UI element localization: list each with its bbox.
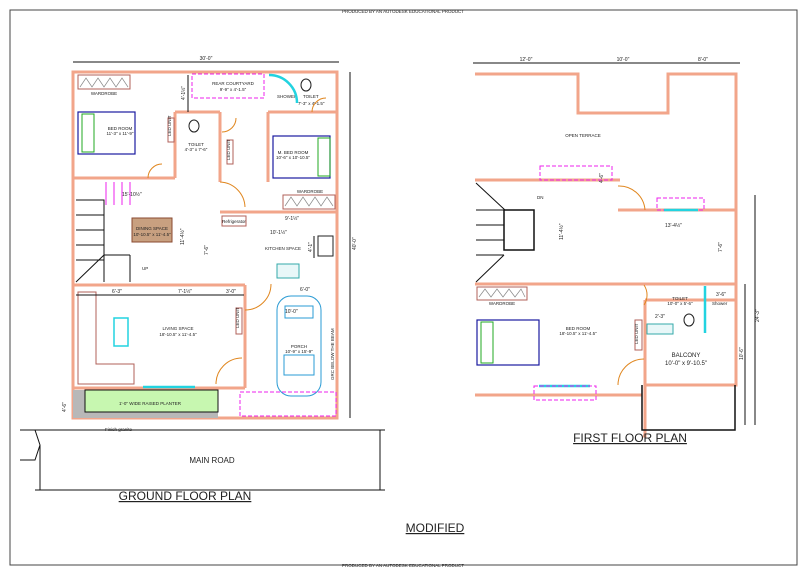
balcony-label: BALCONY [672, 353, 701, 359]
dim-label: 10'-0" [285, 309, 298, 315]
car-icon [276, 295, 322, 397]
stairs-up-label: UP [142, 266, 148, 271]
watermark-top: PRODUCED BY AN AUTODESK EDUCATIONAL PROD… [342, 9, 464, 14]
dining-table [131, 217, 173, 243]
raised-planter [84, 389, 219, 413]
sink-icon [646, 323, 674, 335]
dim-label: 4'-6" [599, 173, 605, 183]
beam-note: GRC BELOW THE BEAM [330, 328, 335, 380]
dim-label: 24'-3" [755, 309, 761, 322]
first-floor-title: FIRST FLOOR PLAN [573, 431, 687, 445]
bedroom-left-size: 11'-3" x 11'-9" [106, 131, 133, 136]
toilet-mid-label: TOILET [188, 142, 204, 147]
dining-label: DINING SPACE [136, 226, 168, 231]
sheet-border [9, 9, 798, 566]
coffee-table [113, 317, 129, 347]
living-label: LIVING SPACE [163, 326, 194, 331]
shower-label: SHOWER [277, 94, 298, 99]
dim-label: 10'-6" [739, 347, 745, 360]
ff-shower-label: Shower [712, 301, 728, 306]
wardrobe-right-label: WARDROBE [297, 189, 323, 194]
dim-label: 11'-4½" [179, 228, 186, 245]
led-unit-label: LED UNIT [167, 115, 172, 136]
dining-size: 10'-10.5" x 11'-4.5" [133, 232, 171, 237]
modified-label: MODIFIED [406, 521, 465, 535]
gf-width-dim: 30'-0" [200, 56, 213, 62]
wc-icon [683, 313, 695, 327]
bedroom-left-label: BED ROOM [108, 126, 133, 131]
bedroom-right-label: M. BED ROOM [278, 150, 309, 155]
rear-courtyard-label: REAR COURTYARD [212, 81, 255, 86]
toilet-top-size: 7'-3" x 4'-1.5" [298, 101, 325, 106]
dim-label: 2'-3" [655, 314, 665, 320]
dim-label: 8'-0" [698, 57, 708, 63]
refrigerator-label: Refrigerator [222, 219, 246, 224]
dim-label: 3'-6" [716, 292, 726, 298]
ff-toilet-label: TOILET [672, 296, 688, 301]
kitchen-label: KITCHEN SPACE [265, 246, 301, 251]
ground-floor-title: GROUND FLOOR PLAN [119, 489, 252, 503]
wardrobe-right [282, 194, 336, 210]
gf-depth-dim: 40'-0" [352, 237, 358, 250]
ff-bedroom-label: BED ROOM [566, 326, 591, 331]
dim-label: 6'-3" [112, 289, 122, 295]
dim-label: 10'-1½" [270, 229, 287, 236]
led-unit-label: LED UNIT [634, 323, 639, 344]
dim-label: 7'-6" [204, 245, 210, 255]
ground-floor-plan: 30'-0" 40'-0" WARDROBE WARDROBE REAR COU… [20, 56, 385, 503]
dim-label: 6'-0" [300, 287, 310, 293]
ff-bed [476, 319, 540, 366]
dim-label: 7'-1½" [178, 288, 192, 295]
watermark-bottom: PRODUCED BY AN AUTODESK EDUCATIONAL PROD… [342, 563, 464, 568]
planter-label: 1'-0" WIDE RAISED PLANTER [119, 401, 182, 406]
dim-label: 11'-4½" [558, 223, 565, 240]
wc-icon [300, 78, 312, 92]
rear-courtyard-size: 9'-9" x 4'-1.5" [220, 87, 247, 92]
porch-label: PORCH [291, 344, 307, 349]
dim-label: 12'-0" [520, 57, 533, 63]
dim-label: 9'-1½" [285, 215, 299, 222]
main-road: MAIN ROAD [20, 429, 385, 491]
refrigerator [221, 215, 247, 227]
wc-icon [188, 119, 200, 133]
first-floor-plan: 12'-0" 10'-0" 8'-0" OPEN TERRACE 4'-6" D… [473, 57, 761, 445]
bed-right [272, 135, 331, 179]
ff-staircase [475, 182, 535, 283]
dim-label: 4'-6" [62, 402, 68, 412]
open-terrace-label: OPEN TERRACE [565, 133, 600, 138]
porch-size: 10'-9" x 15'-9" [285, 349, 313, 354]
wardrobe-left-label: WARDROBE [91, 91, 117, 96]
wardrobe-left [77, 74, 131, 90]
balcony-size: 10'-0" x 9'-10.5" [665, 361, 707, 367]
rear-courtyard [191, 73, 265, 99]
ff-outer-wall [475, 72, 738, 438]
dim-label: 15'-10½" [122, 191, 142, 198]
kitchen-counter-dim: 4'-1" [308, 242, 314, 252]
ff-wardrobe [476, 286, 528, 301]
led-unit-label: LED UNIT [235, 307, 240, 328]
dim-label: 13'-4½" [665, 222, 682, 229]
ff-wardrobe-label: WARDROBE [489, 301, 515, 306]
ff-bedroom-size: 18'-10.5" x 11'-4.5" [559, 331, 597, 336]
bed-left [77, 111, 136, 155]
dim-label: 7'-6" [718, 242, 724, 252]
toilet-top-label: TOILET [303, 94, 319, 99]
dim-label: 3'-0" [226, 289, 236, 295]
stove-icon [317, 235, 334, 257]
ff-toilet-size: 10'-0" x 5'-6" [667, 301, 693, 306]
gf-staircase [75, 199, 131, 283]
sofa [77, 291, 135, 385]
rear-courtyard-depth-dim: 4'-1½" [180, 86, 187, 100]
main-road-label: MAIN ROAD [189, 456, 235, 465]
living-size: 18'-10.5" x 11'-4.5" [159, 332, 197, 337]
stairs-down-label: DN [537, 195, 544, 200]
sink-icon [276, 263, 300, 279]
dim-label: 10'-0" [617, 57, 630, 63]
bedroom-right-size: 10'-6" x 10'-10.5" [276, 155, 310, 160]
led-unit-label: LED UNIT [226, 139, 231, 160]
toilet-mid-size: 4'-3" x 7'-6" [185, 147, 208, 152]
